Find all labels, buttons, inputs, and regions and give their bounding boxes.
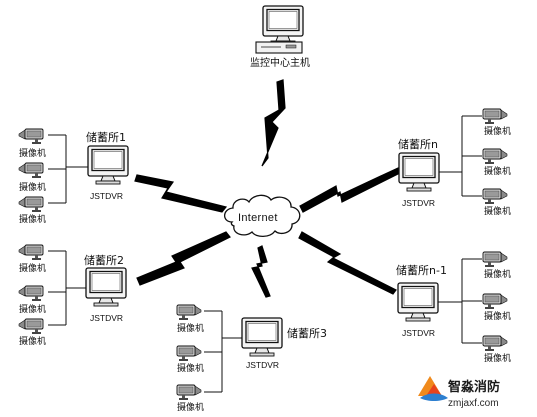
site-1-dvr-monitor-icon [87, 145, 129, 185]
camera-label: 摄像机 [19, 213, 46, 225]
site-1-camera-2: 摄像机 [18, 162, 46, 193]
camera-icon [18, 244, 44, 261]
camera-icon [18, 318, 44, 335]
camera-label: 摄像机 [19, 303, 46, 315]
camera-label: 摄像机 [177, 322, 204, 334]
site-2-camera-1: 摄像机 [18, 244, 46, 274]
camera-icon [482, 108, 508, 125]
camera-label: 摄像机 [177, 401, 204, 412]
site-n-1-dvr-label: JSTDVR [402, 328, 435, 338]
site-n-1-name: 储蓄所n-1 [396, 263, 447, 277]
site-2: 储蓄所2 JSTDVR 摄像机 摄像机 摄像机 [18, 244, 127, 347]
site-2-name: 储蓄所2 [84, 253, 124, 267]
site-1-camera-1: 摄像机 [18, 128, 46, 159]
site-n-dvr-monitor-icon [398, 152, 440, 192]
watermark: 智淼消防 zmjaxf.com [418, 376, 500, 409]
camera-icon [176, 384, 202, 401]
camera-icon [18, 128, 44, 145]
camera-icon [482, 148, 508, 165]
link-site-3 [251, 245, 271, 298]
site-3-name: 储蓄所3 [287, 326, 327, 340]
camera-label: 摄像机 [484, 165, 511, 177]
camera-label: 摄像机 [177, 362, 204, 374]
site-n-name: 储蓄所n [398, 137, 438, 151]
site-2-dvr-label: JSTDVR [90, 313, 123, 323]
site-3-camera-1: 摄像机 [176, 304, 204, 334]
link-site-1 [134, 174, 228, 213]
site-n-1: 储蓄所n-1 JSTDVR 摄像机 摄像机 摄像机 [396, 251, 511, 364]
camera-icon [18, 162, 44, 179]
camera-label: 摄像机 [19, 181, 46, 193]
site-3-dvr-monitor-icon [241, 317, 283, 357]
site-2-dvr-monitor-icon [85, 267, 127, 307]
camera-icon [482, 251, 508, 268]
monitoring-center: 监控中心主机 [250, 5, 310, 69]
site-3-dvr-label: JSTDVR [246, 360, 279, 370]
site-n-1-camera-1: 摄像机 [482, 251, 511, 280]
camera-label: 摄像机 [484, 125, 511, 137]
camera-icon [482, 293, 508, 310]
camera-label: 摄像机 [19, 335, 46, 347]
internet-cloud: Internet [223, 194, 301, 238]
site-1-name: 储蓄所1 [86, 130, 126, 144]
watermark-text: 智淼消防 [448, 379, 500, 395]
cloud-icon [223, 194, 301, 238]
link-center [261, 79, 286, 167]
camera-label: 摄像机 [484, 205, 511, 217]
site-1: 储蓄所1 JSTDVR 摄像机 摄像机 摄像机 [18, 128, 129, 225]
link-site-n-1 [298, 231, 397, 295]
site-1-dvr-label: JSTDVR [90, 191, 123, 201]
wireless-links [134, 79, 401, 298]
site-n-camera-2: 摄像机 [482, 148, 511, 177]
site-n-1-camera-3: 摄像机 [482, 335, 511, 364]
site-n-dvr-label: JSTDVR [402, 198, 435, 208]
camera-label: 摄像机 [484, 352, 511, 364]
camera-icon [18, 285, 44, 302]
camera-icon [482, 188, 508, 205]
camera-label: 摄像机 [484, 268, 511, 280]
site-2-camera-3: 摄像机 [18, 318, 46, 347]
site-n-1-camera-2: 摄像机 [482, 293, 511, 322]
camera-icon [482, 335, 508, 352]
camera-icon [176, 345, 202, 362]
link-site-n [299, 167, 401, 213]
camera-icon [176, 304, 202, 321]
link-site-2 [136, 231, 231, 286]
site-n-camera-1: 摄像机 [482, 108, 511, 137]
center-monitor-icon [262, 5, 304, 45]
site-n-camera-3: 摄像机 [482, 188, 511, 217]
watermark-logo-icon [418, 376, 448, 401]
site-1-camera-3: 摄像机 [18, 196, 46, 225]
site-3-camera-3: 摄像机 [176, 384, 204, 413]
camera-icon [18, 196, 44, 213]
internet-label: Internet [238, 212, 278, 224]
site-2-camera-2: 摄像机 [18, 285, 46, 315]
camera-label: 摄像机 [19, 262, 46, 274]
site-3-camera-2: 摄像机 [176, 345, 204, 374]
camera-label: 摄像机 [484, 310, 511, 322]
center-computer-case-icon [255, 41, 303, 54]
center-label: 监控中心主机 [250, 56, 310, 69]
camera-label: 摄像机 [19, 147, 46, 159]
site-n-1-dvr-monitor-icon [397, 282, 439, 322]
site-3: 储蓄所3 JSTDVR 摄像机 摄像机 摄像机 [176, 304, 327, 413]
site-n: 储蓄所n JSTDVR 摄像机 摄像机 摄像机 [398, 108, 511, 217]
watermark-url: zmjaxf.com [448, 398, 499, 409]
